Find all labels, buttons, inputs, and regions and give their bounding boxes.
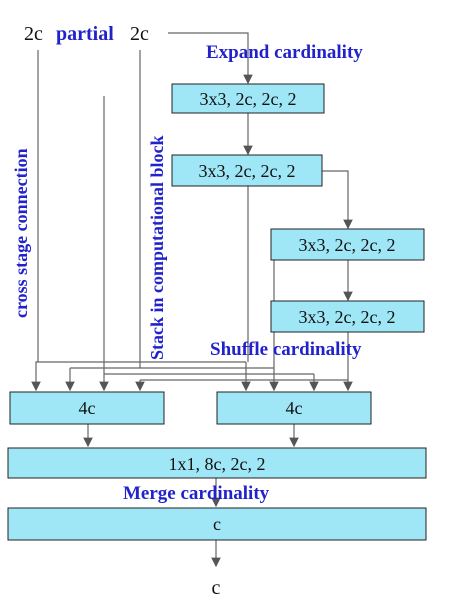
arrow-cross-to-left-concat bbox=[31, 361, 41, 392]
input-right-label: 2c bbox=[130, 23, 149, 45]
concat-right-text: 4c bbox=[286, 398, 303, 418]
input-left-label: 2c bbox=[24, 23, 43, 45]
stack-label: Stack in computational block bbox=[147, 135, 167, 360]
conv2-box bbox=[171, 154, 323, 187]
merge-conv-box bbox=[7, 447, 427, 479]
conv4-box bbox=[270, 300, 425, 333]
concat-left-text: 4c bbox=[79, 398, 96, 418]
conv3-box bbox=[270, 228, 425, 261]
expand-cardinality-label: Expand cardinality bbox=[206, 42, 363, 63]
connectors bbox=[31, 32, 353, 568]
concat-right-box bbox=[216, 391, 372, 425]
concat-left-box bbox=[9, 391, 165, 425]
partial-label: partial bbox=[56, 23, 114, 45]
conv4-text: 3x3, 2c, 2c, 2 bbox=[299, 307, 396, 327]
conv3-text: 3x3, 2c, 2c, 2 bbox=[299, 235, 396, 255]
output-label: c bbox=[212, 577, 221, 599]
arrow-input-to-conv1 bbox=[168, 32, 253, 85]
boxes: 3x3, 2c, 2c, 2 3x3, 2c, 2c, 2 3x3, 2c, 2… bbox=[7, 83, 427, 541]
conv1-box bbox=[171, 83, 325, 114]
out-box bbox=[7, 507, 427, 541]
conv1-text: 3x3, 2c, 2c, 2 bbox=[200, 89, 297, 109]
arrow-conv2-to-conv3 bbox=[322, 170, 353, 230]
merge-conv-text: 1x1, 8c, 2c, 2 bbox=[169, 454, 266, 474]
conv2-text: 3x3, 2c, 2c, 2 bbox=[199, 161, 296, 181]
cross-stage-label: cross stage connection bbox=[11, 148, 31, 318]
shuffle-cardinality-label: Shuffle cardinality bbox=[210, 339, 362, 360]
merge-cardinality-label: Merge cardinality bbox=[123, 483, 270, 504]
out-box-text: c bbox=[213, 514, 221, 534]
